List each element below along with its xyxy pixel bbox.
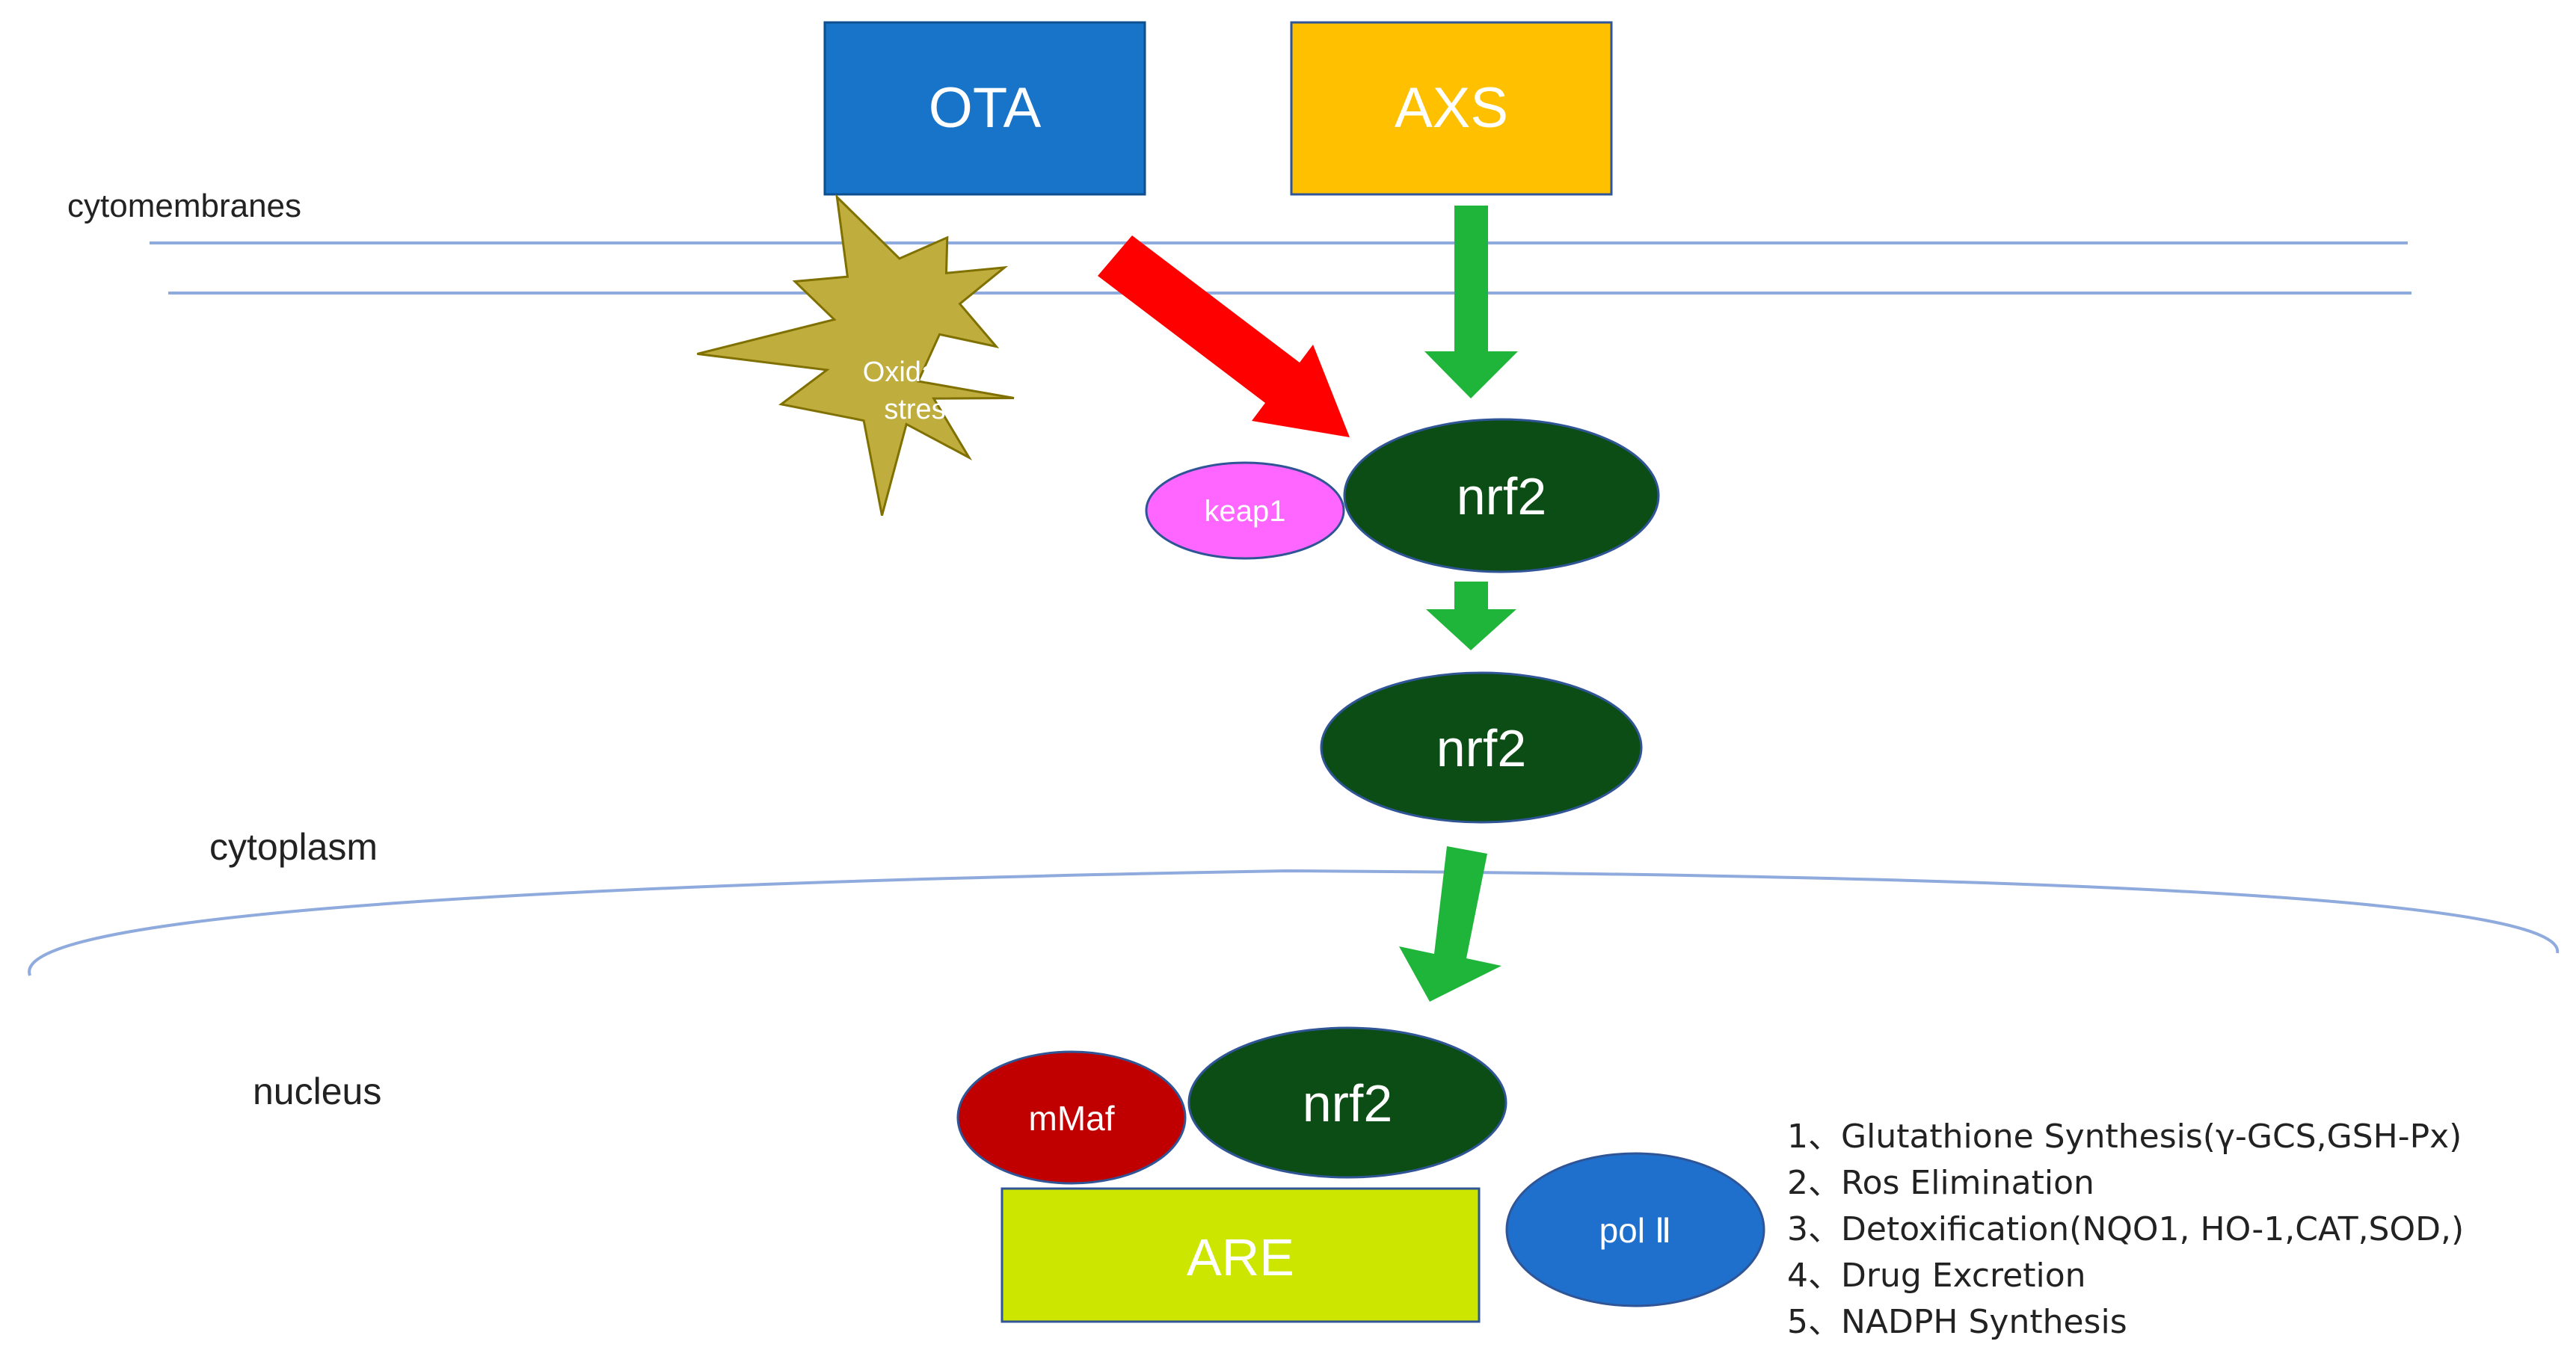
ota-box	[823, 21, 1146, 196]
nrf2-nuclear-ellipse	[1187, 1026, 1507, 1179]
are-box	[1000, 1187, 1481, 1323]
oxidative-stress-label-line1: Oxidative	[863, 357, 981, 388]
ota-label: OTA	[929, 76, 1042, 140]
effect-item: 5、NADPH Synthesis	[1787, 1303, 2127, 1341]
keap1-ellipse	[1145, 461, 1345, 560]
label-cytoplasm: cytoplasm	[209, 826, 378, 868]
oxidative-stress-burst	[697, 194, 1015, 516]
label-nucleus: nucleus	[253, 1070, 381, 1112]
axs-label: AXS	[1395, 76, 1508, 140]
effect-item: 3、Detoxification(NQO1, HO-1,CAT,SOD,)	[1787, 1210, 2465, 1248]
effect-item: 1、Glutathione Synthesis(γ-GCS,GSH-Px)	[1787, 1118, 2462, 1156]
oxidative-stress-label-line2: stress	[884, 394, 959, 425]
nrf2-bound-ellipse	[1343, 418, 1660, 573]
keap1-label: keap1	[1205, 495, 1286, 528]
label-cytomembranes: cytomembranes	[67, 188, 301, 224]
nrf2-translocation-arrow	[1399, 846, 1501, 1002]
nrf2-nuclear-label: nrf2	[1303, 1074, 1393, 1133]
nrf2-free-ellipse	[1320, 671, 1643, 824]
effect-item: 2、Ros Elimination	[1787, 1164, 2094, 1202]
effect-item: 4、Drug Excretion	[1787, 1257, 2086, 1295]
are-label: ARE	[1187, 1228, 1294, 1286]
mmaf-label: mMaf	[1029, 1099, 1115, 1138]
ota-to-nrf2-arrow	[1098, 235, 1350, 437]
mmaf-ellipse	[956, 1050, 1187, 1185]
axs-box	[1290, 21, 1613, 196]
nuclear-membrane	[28, 869, 2560, 976]
pol2-label: pol Ⅱ	[1599, 1211, 1672, 1250]
nrf2-release-arrow	[1426, 582, 1516, 650]
effects-list: 1、Glutathione Synthesis(γ-GCS,GSH-Px) 2、…	[1787, 1114, 2464, 1346]
nrf2-bound-label: nrf2	[1457, 467, 1547, 526]
nrf2-free-label: nrf2	[1436, 719, 1527, 777]
pol2-ellipse	[1505, 1152, 1765, 1307]
axs-to-nrf2-arrow	[1424, 206, 1518, 398]
